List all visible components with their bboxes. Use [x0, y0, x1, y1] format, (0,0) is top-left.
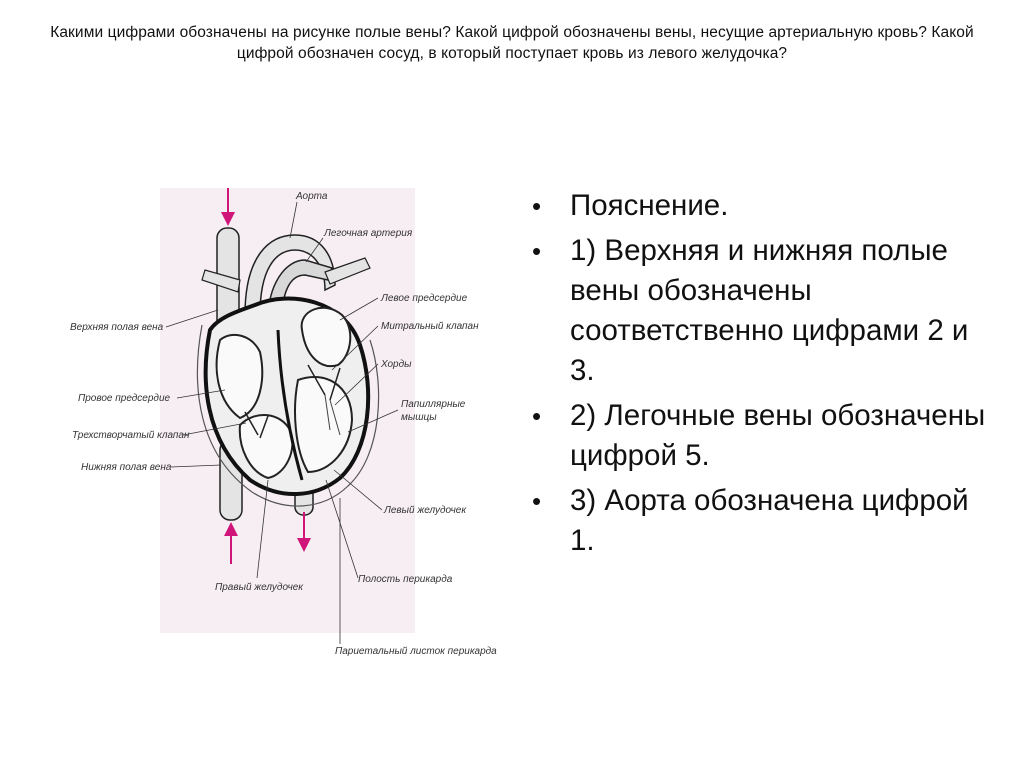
explanation-item: • 2) Легочные вены обозначены цифрой 5.	[530, 396, 1000, 476]
label-papillary-2: мышцы	[401, 412, 437, 423]
label-pulmonary-artery: Легочная артерия	[323, 228, 413, 239]
arrow-bottom-right	[297, 512, 311, 552]
right-atrium-shape	[215, 333, 264, 420]
label-chordae: Хорды	[380, 359, 412, 370]
label-parietal-pericardium: Париетальный листок перикарда	[335, 646, 497, 657]
label-pericardial-cavity: Полость перикарда	[358, 574, 453, 585]
tricuspid-valve-lines	[244, 411, 269, 439]
label-superior-vena-cava: Верхняя полая вена	[70, 322, 164, 333]
right-ventricle-shape	[238, 413, 294, 480]
explanation-text: 3) Аорта обозначена цифрой 1.	[570, 484, 969, 557]
label-mitral-valve: Митральный клапан	[381, 321, 479, 332]
explanation-text: 2) Легочные вены обозначены цифрой 5.	[570, 399, 986, 472]
label-inferior-vena-cava: Нижняя полая вена	[81, 462, 172, 473]
explanation-text: 1) Верхняя и нижняя полые вены обозначен…	[570, 234, 969, 387]
pericardium-outline	[196, 324, 380, 507]
explanation-item: • Пояснение.	[530, 186, 1000, 226]
slide-title: Какими цифрами обозначены на рисунке пол…	[50, 24, 974, 62]
heart-diagram: Аорта Легочная артерия Левое предсердие …	[40, 180, 500, 660]
explanation-item: • 1) Верхняя и нижняя полые вены обозначе…	[530, 231, 1000, 391]
bullet-glyph: •	[532, 486, 542, 516]
septum-line	[276, 329, 304, 481]
explanation-list: • Пояснение. • 1) Верхняя и нижняя полые в…	[530, 186, 1000, 566]
explanation-item: • 3) Аорта обозначена цифрой 1.	[530, 481, 1000, 561]
label-papillary-1: Папиллярные	[401, 399, 466, 410]
label-right-ventricle: Правый желудочек	[215, 582, 304, 593]
explanation-text: Пояснение.	[570, 189, 729, 222]
label-aorta: Аорта	[295, 191, 328, 202]
mitral-valve-lines	[307, 364, 341, 401]
label-left-atrium: Левое предсердие	[380, 293, 468, 304]
bullet-glyph: •	[532, 401, 542, 431]
arrow-top	[221, 188, 235, 226]
bullet-glyph: •	[532, 236, 542, 266]
pulmonary-branch-left	[201, 269, 241, 293]
chordae-lines	[324, 394, 341, 436]
left-atrium-shape	[300, 306, 352, 368]
label-right-atrium: Провое предсердие	[78, 393, 171, 404]
label-left-ventricle: Левый желудочек	[383, 505, 467, 516]
aortic-arch-shape	[244, 234, 336, 316]
bullet-glyph: •	[532, 191, 542, 221]
arrow-bottom-left	[224, 522, 238, 564]
heart-diagram-svg: Аорта Легочная артерия Левое предсердие …	[70, 188, 497, 657]
leader-lines	[165, 201, 399, 644]
pulmonary-branch-right	[324, 257, 371, 285]
label-tricuspid-valve: Трехстворчатый клапан	[72, 430, 190, 441]
